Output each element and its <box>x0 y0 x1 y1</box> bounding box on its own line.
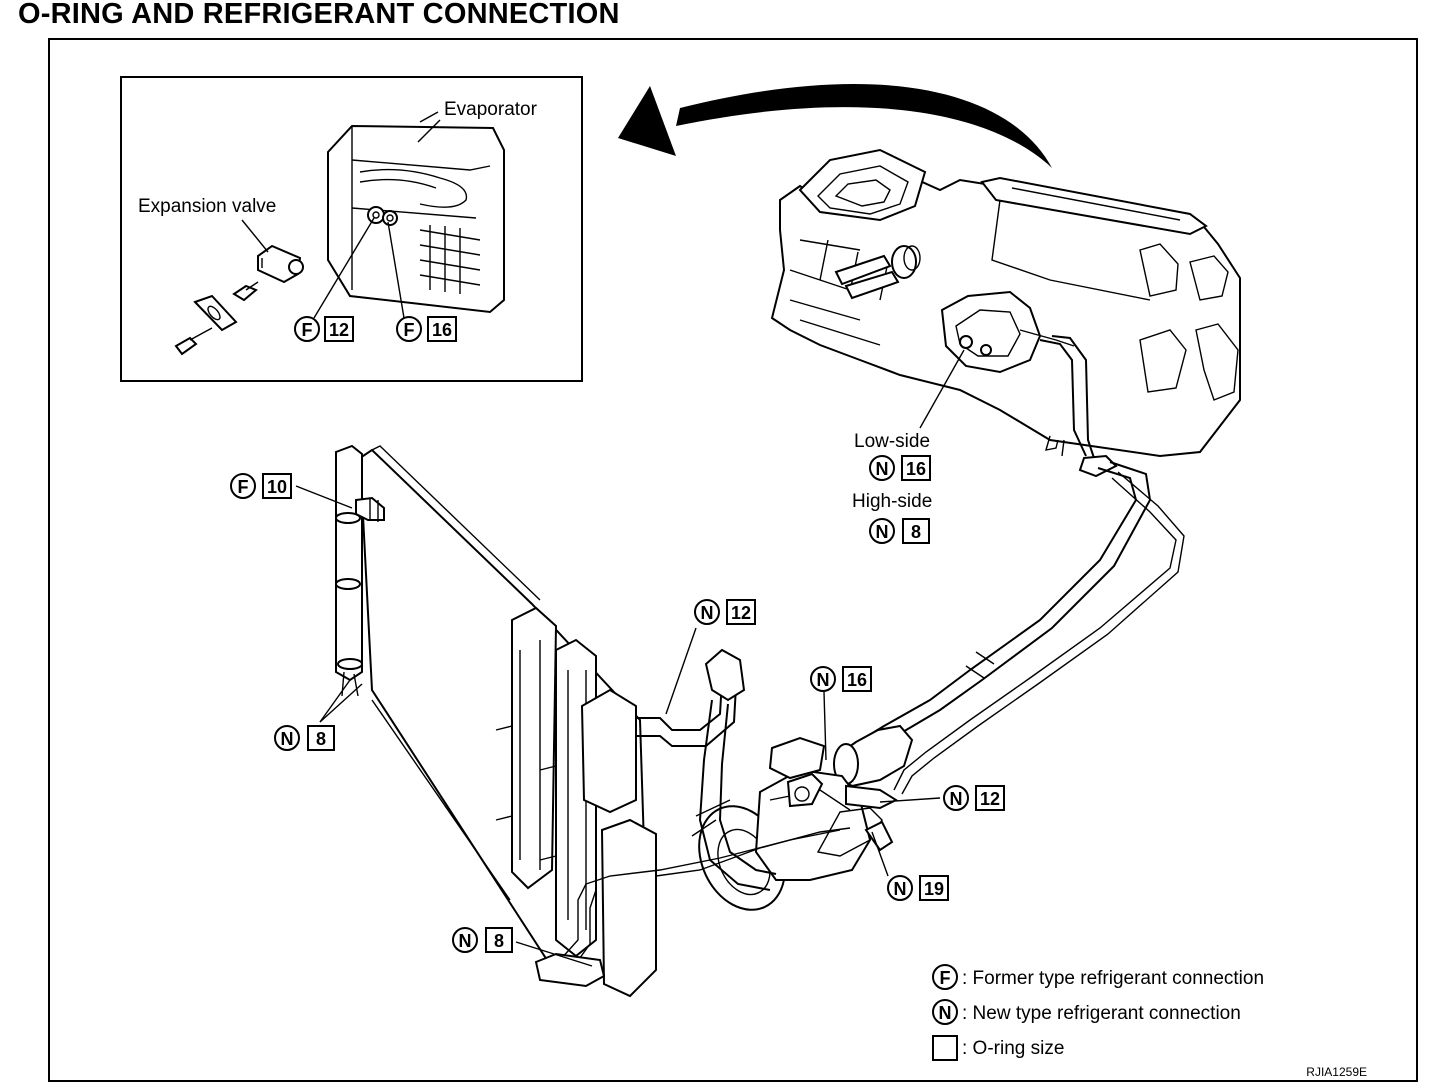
oring-size-box-icon <box>932 1035 958 1061</box>
legend-former-letter: F <box>940 968 951 988</box>
expansion-valve-label: Expansion valve <box>138 196 276 217</box>
marker-letter: N <box>817 670 830 690</box>
leader-lines <box>295 349 965 967</box>
oring-size-box <box>919 875 949 901</box>
diagram-frame <box>48 38 1418 1082</box>
marker-evap-f12: F 12 <box>294 316 354 342</box>
marker-condenser-n12: N 12 <box>694 599 756 625</box>
marker-letter: F <box>404 320 415 340</box>
valve-gasket-and-bolts <box>174 281 259 356</box>
marker-evap-f16: F 16 <box>396 316 457 342</box>
oring-size-box <box>427 316 457 342</box>
oring-size: 19 <box>924 879 944 899</box>
oring-size-box <box>901 455 931 481</box>
oring-size-box <box>324 316 354 342</box>
legend-former-text: : Former type refrigerant connection <box>962 968 1264 989</box>
n-connection-icon <box>869 518 895 544</box>
legend-new-letter: N <box>939 1003 952 1023</box>
oring-size-box <box>726 599 756 625</box>
figure-code: RJIA1259E <box>1306 1065 1367 1079</box>
n-connection-icon <box>869 455 895 481</box>
oring-size: 8 <box>911 522 921 542</box>
oring-size-box <box>307 725 335 751</box>
marker-compressor-n12: N 12 <box>943 785 1005 811</box>
n-connection-icon <box>694 599 720 625</box>
oring-size-box <box>975 785 1005 811</box>
oring-size: 10 <box>267 477 287 497</box>
high-side-label: High-side <box>852 491 932 512</box>
marker-letter: N <box>281 729 294 749</box>
f-connection-icon <box>294 316 320 342</box>
legend-new-text: : New type refrigerant connection <box>962 1003 1241 1024</box>
oring-size: 16 <box>906 459 926 479</box>
marker-letter: F <box>302 320 313 340</box>
evaporator-illustration <box>327 124 505 314</box>
marker-letter: N <box>894 879 907 899</box>
legend-oring-text: : O-ring size <box>962 1038 1064 1059</box>
condenser-illustration <box>335 444 851 998</box>
oring-size-box <box>842 666 872 692</box>
refrigerant-pipes <box>857 335 1185 795</box>
expansion-valve-illustration <box>257 244 304 284</box>
marker-liquidtank-f10: F 10 <box>230 473 292 499</box>
oring-size: 16 <box>432 320 452 340</box>
f-connection-icon <box>396 316 422 342</box>
heater-unit-illustration <box>770 148 1241 458</box>
legend: F : Former type refrigerant connection N… <box>932 964 1264 1061</box>
marker-compressor-n16: N 16 <box>810 666 872 692</box>
n-connection-icon <box>932 999 958 1025</box>
marker-compressor-n19: N 19 <box>887 875 949 901</box>
marker-letter: N <box>459 931 472 951</box>
compressor-illustration <box>691 724 914 911</box>
legend-oring: : O-ring size <box>932 1035 1064 1061</box>
oring-size: 12 <box>731 603 751 623</box>
oring-size: 16 <box>847 670 867 690</box>
marker-letter: N <box>950 789 963 809</box>
oring-size: 12 <box>329 320 349 340</box>
marker-letter: N <box>876 459 889 479</box>
n-connection-icon <box>887 875 913 901</box>
evaporator-label: Evaporator <box>444 99 538 120</box>
n-connection-icon <box>274 725 300 751</box>
oring-size-box <box>902 518 930 544</box>
oring-size-box <box>485 927 513 953</box>
marker-letter: F <box>238 477 249 497</box>
oring-size-box <box>262 473 292 499</box>
f-connection-icon <box>230 473 256 499</box>
marker-lowside-n16: N 16 <box>869 455 931 481</box>
marker-letter: N <box>876 522 889 542</box>
direction-arrow <box>618 83 1052 168</box>
evaporator-inset: Evaporator Expansion valve <box>120 76 583 382</box>
legend-former: F : Former type refrigerant connection <box>932 964 1264 990</box>
legend-new: N : New type refrigerant connection <box>932 999 1241 1025</box>
n-connection-icon <box>452 927 478 953</box>
oring-size: 8 <box>316 729 326 749</box>
marker-liquidtank-n8: N 8 <box>274 725 335 751</box>
n-connection-icon <box>810 666 836 692</box>
marker-letter: N <box>701 603 714 623</box>
oring-size: 12 <box>980 789 1000 809</box>
marker-highside-n8: N 8 <box>869 518 930 544</box>
low-side-label: Low-side <box>854 431 930 452</box>
n-connection-icon <box>943 785 969 811</box>
page-title: O-RING AND REFRIGERANT CONNECTION <box>18 0 620 30</box>
marker-condenser-n8: N 8 <box>452 927 513 953</box>
oring-size: 8 <box>494 931 504 951</box>
f-connection-icon <box>932 964 958 990</box>
